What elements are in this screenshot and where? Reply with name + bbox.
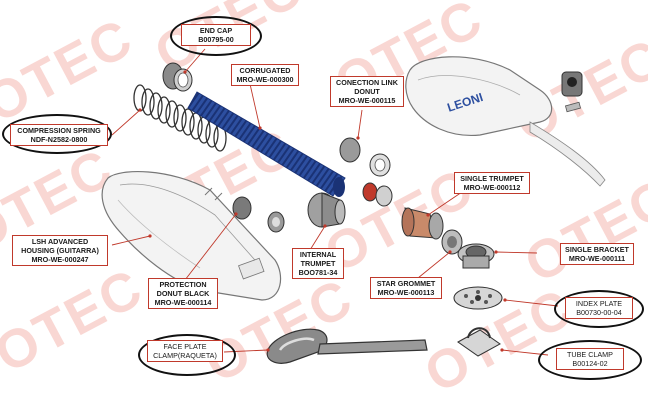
- connection-link-code: MRO-WE-000115: [338, 96, 396, 105]
- label-internal-trumpet: INTERNAL TRUMPET BOO781-34: [292, 248, 344, 279]
- index-plate-code: B00730-00-04: [576, 308, 622, 317]
- single-bracket-name: SINGLE BRACKET: [565, 245, 629, 254]
- internal-trumpet-name2: TRUMPET: [300, 259, 336, 268]
- face-plate-code: CLAMP(RAQUETA): [153, 351, 217, 360]
- lsh-housing-name2: HOUSING (GUITARRA): [21, 246, 99, 255]
- lsh-housing-code: MRO-WE-000247: [31, 255, 89, 264]
- compression-spring-name: COMPRESSION SPRING: [17, 126, 101, 135]
- connection-donut-shape: [339, 137, 361, 163]
- protection-donut-code: MRO-WE-000114: [154, 298, 212, 307]
- label-single-bracket: SINGLE BRACKET MRO-WE-000111: [560, 243, 634, 265]
- end-cap-code: B00795-00: [198, 35, 234, 44]
- protection-donut-name: PROTECTION: [159, 280, 207, 289]
- label-connection-link: CONECTION LINK DONUT MRO-WE-000115: [330, 76, 404, 107]
- internal-trumpet-name: INTERNAL: [299, 250, 337, 259]
- tube-clamp-name: TUBE CLAMP: [567, 350, 613, 359]
- single-bracket-shape: [457, 243, 495, 269]
- label-lsh-housing: LSH ADVANCED HOUSING (GUITARRA) MRO-WE-0…: [12, 235, 108, 266]
- index-plate-shape: [453, 286, 503, 310]
- corrugated-tube-shape: [187, 91, 346, 197]
- label-face-plate: FACE PLATE CLAMP(RAQUETA): [147, 340, 223, 362]
- connection-link-name: CONECTION LINK: [336, 78, 398, 87]
- label-star-grommet: STAR GROMMET MRO-WE-000113: [370, 277, 442, 299]
- lsh-housing-shape: [101, 171, 282, 301]
- single-trumpet-code: MRO-WE-000112: [463, 183, 521, 192]
- protection-donut-name2: DONUT BLACK: [156, 289, 210, 298]
- star-grommet-code: MRO-WE-000113: [377, 288, 435, 297]
- compression-spring-code: NDF-N2582-0800: [30, 135, 88, 144]
- internal-trumpet-shape: [307, 192, 346, 228]
- single-trumpet-shape: [401, 207, 444, 240]
- corrugated-code: MRO-WE-000300: [236, 75, 294, 84]
- highlight-oval: [538, 340, 642, 380]
- label-protection-donut: PROTECTION DONUT BLACK MRO-WE-000114: [148, 278, 218, 309]
- label-compression-spring: COMPRESSION SPRING NDF-N2582-0800: [10, 124, 108, 146]
- label-end-cap: END CAP B00795-00: [181, 24, 251, 46]
- highlight-oval: [170, 16, 262, 56]
- face-plate-clamp-shape: [266, 328, 428, 364]
- highlight-oval: [554, 290, 644, 328]
- label-single-trumpet: SINGLE TRUMPET MRO-WE-000112: [454, 172, 530, 194]
- tube-clamp-code: B00124-02: [572, 359, 608, 368]
- face-plate-name: FACE PLATE: [163, 342, 207, 351]
- protection-donut-shape: [232, 196, 252, 220]
- label-tube-clamp: TUBE CLAMP B00124-02: [556, 348, 624, 370]
- index-plate-name: INDEX PLATE: [575, 299, 623, 308]
- single-bracket-code: MRO-WE-000111: [568, 254, 626, 263]
- internal-trumpet-code: BOO781-34: [298, 268, 338, 277]
- label-index-plate: INDEX PLATE B00730-00-04: [565, 297, 633, 319]
- tube-clamp-shape: [457, 327, 501, 357]
- lsh-housing-name: LSH ADVANCED: [31, 237, 89, 246]
- corrugated-name: CORRUGATED: [239, 66, 291, 75]
- label-corrugated: CORRUGATED MRO-WE-000300: [231, 64, 299, 86]
- star-grommet-name: STAR GROMMET: [376, 279, 436, 288]
- highlight-oval: [2, 114, 112, 154]
- end-cap-name: END CAP: [199, 26, 233, 35]
- connection-link-name2: DONUT: [354, 87, 380, 96]
- highlight-oval: [138, 334, 236, 376]
- single-trumpet-name: SINGLE TRUMPET: [460, 174, 524, 183]
- top-bracket-shape: [561, 71, 583, 113]
- star-grommet-shape: [441, 229, 463, 255]
- leoni-housing-shape: LEONI: [405, 56, 606, 187]
